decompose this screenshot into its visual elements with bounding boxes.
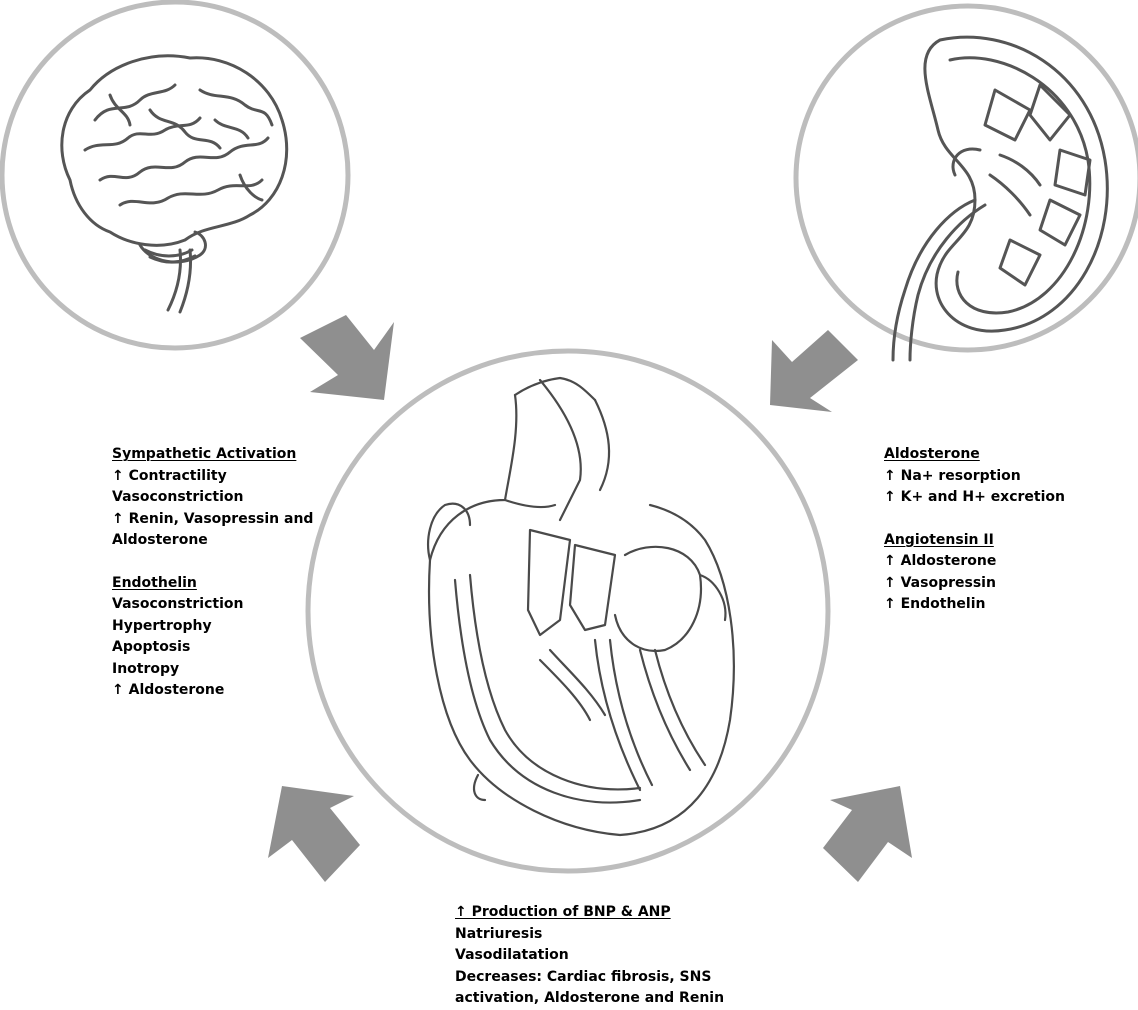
kidney-panel <box>796 6 1138 360</box>
arrow-heart-to-kidney <box>823 786 912 882</box>
bnp-anp-item: Decreases: Cardiac fibrosis, SNS <box>455 967 724 989</box>
bnp-anp-item: activation, Aldosterone and Renin <box>455 988 724 1010</box>
sympathetic-item: Vasoconstriction <box>112 487 313 509</box>
angiotensin-item: ↑ Aldosterone <box>884 551 1065 573</box>
endothelin-item: Hypertrophy <box>112 616 313 638</box>
bnp-anp-item: Vasodilatation <box>455 945 724 967</box>
right-text-panel: Aldosterone ↑ Na+ resorption ↑ K+ and H+… <box>884 444 1065 616</box>
bottom-text-panel: ↑ Production of BNP & ANP Natriuresis Va… <box>455 902 724 1010</box>
angiotensin-item: ↑ Endothelin <box>884 594 1065 616</box>
endothelin-item: Vasoconstriction <box>112 594 313 616</box>
brain-panel <box>2 2 348 348</box>
bnp-anp-heading: ↑ Production of BNP & ANP <box>455 902 724 924</box>
sympathetic-item: Aldosterone <box>112 530 313 552</box>
arrow-heart-to-brain <box>268 786 360 882</box>
heart-ring <box>308 351 828 871</box>
endothelin-item: Apoptosis <box>112 637 313 659</box>
sympathetic-item: ↑ Renin, Vasopressin and <box>112 509 313 531</box>
aldosterone-item: ↑ K+ and H+ excretion <box>884 487 1065 509</box>
aldosterone-item: ↑ Na+ resorption <box>884 466 1065 488</box>
spacer <box>112 552 313 573</box>
endothelin-item: Inotropy <box>112 659 313 681</box>
sympathetic-heading: Sympathetic Activation <box>112 444 313 466</box>
angiotensin-item: ↑ Vasopressin <box>884 573 1065 595</box>
angiotensin-heading: Angiotensin II <box>884 530 1065 552</box>
arrow-kidney-to-heart <box>770 330 858 412</box>
spacer <box>884 509 1065 530</box>
arrow-brain-to-heart <box>300 315 394 400</box>
sympathetic-item: ↑ Contractility <box>112 466 313 488</box>
left-text-panel: Sympathetic Activation ↑ Contractility V… <box>112 444 313 702</box>
aldosterone-heading: Aldosterone <box>884 444 1065 466</box>
endothelin-heading: Endothelin <box>112 573 313 595</box>
bnp-anp-item: Natriuresis <box>455 924 724 946</box>
heart-panel <box>308 351 828 871</box>
endothelin-item: ↑ Aldosterone <box>112 680 313 702</box>
